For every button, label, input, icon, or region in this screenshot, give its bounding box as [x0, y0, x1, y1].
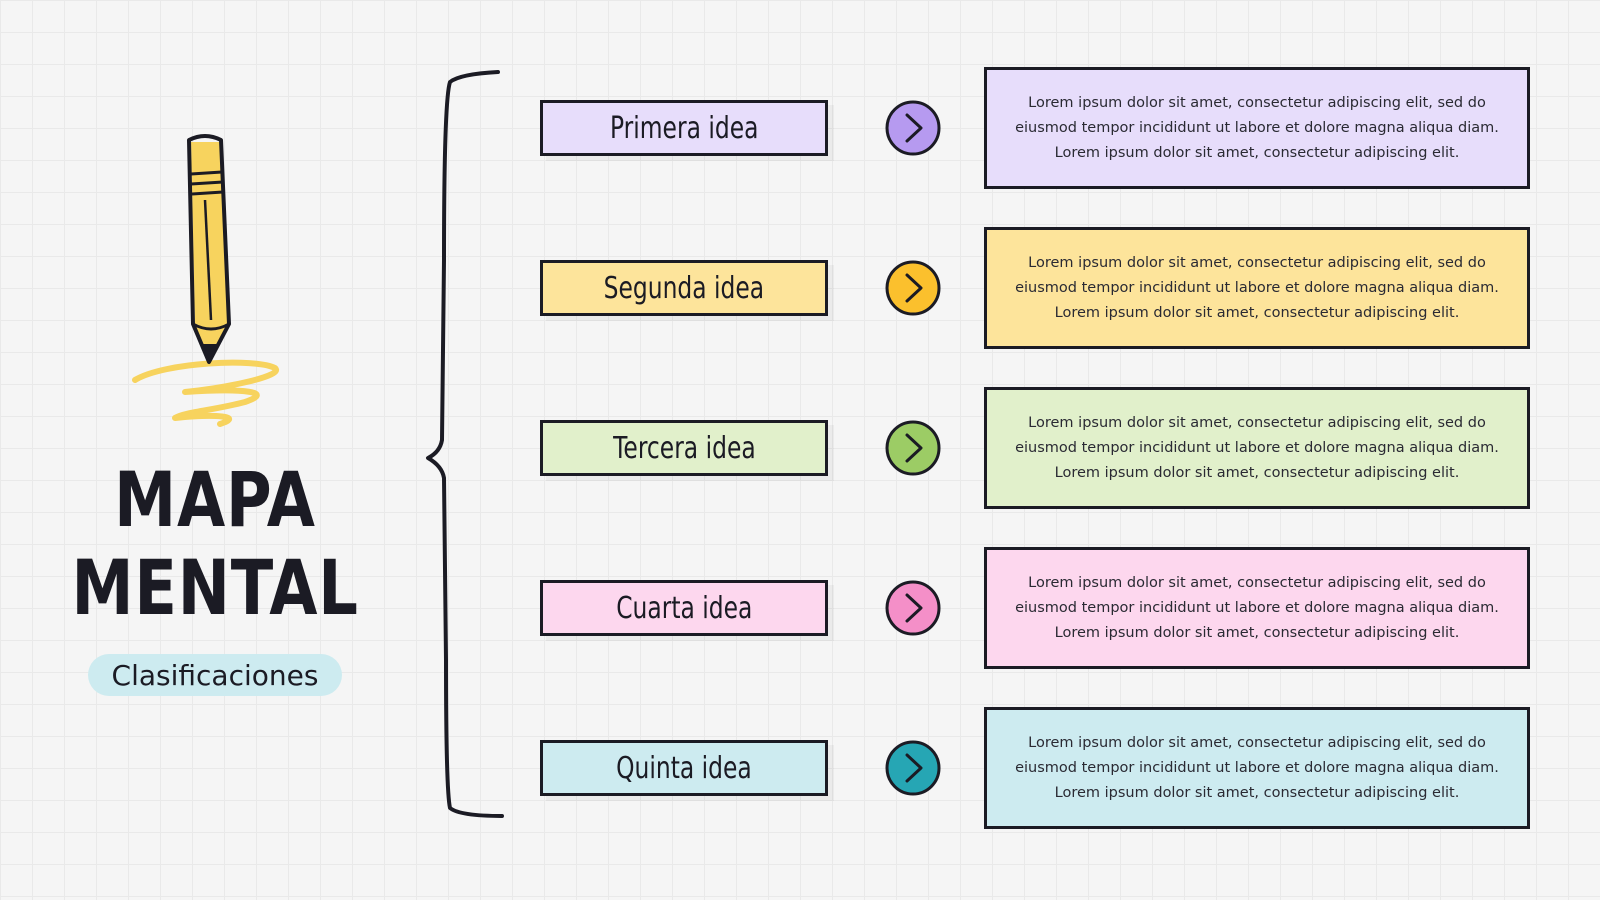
- title-line-1: MAPA: [114, 455, 316, 544]
- idea-label-text: Segunda idea: [603, 270, 765, 306]
- chevron-right-icon: [885, 100, 941, 156]
- subtitle-badge: Clasificaciones: [88, 654, 342, 696]
- idea-label: Quinta idea: [540, 740, 828, 796]
- idea-label: Tercera idea: [540, 420, 828, 476]
- idea-description: Lorem ipsum dolor sit amet, consectetur …: [984, 387, 1530, 509]
- idea-description: Lorem ipsum dolor sit amet, consectetur …: [984, 707, 1530, 829]
- idea-label-text: Primera idea: [609, 110, 759, 146]
- idea-description: Lorem ipsum dolor sit amet, consectetur …: [984, 547, 1530, 669]
- idea-label: Cuarta idea: [540, 580, 828, 636]
- idea-label: Primera idea: [540, 100, 828, 156]
- idea-description: Lorem ipsum dolor sit amet, consectetur …: [984, 67, 1530, 189]
- pencil-icon: [132, 134, 280, 427]
- title-panel: MAPA MENTAL Clasificaciones: [0, 0, 430, 900]
- idea-description: Lorem ipsum dolor sit amet, consectetur …: [984, 227, 1530, 349]
- curly-brace: [426, 70, 504, 818]
- chevron-right-icon: [885, 740, 941, 796]
- idea-label-text: Tercera idea: [612, 430, 756, 466]
- chevron-right-icon: [885, 420, 941, 476]
- chevron-right-icon: [885, 580, 941, 636]
- chevron-right-icon: [885, 260, 941, 316]
- idea-label-text: Cuarta idea: [615, 590, 753, 626]
- idea-label: Segunda idea: [540, 260, 828, 316]
- idea-label-text: Quinta idea: [616, 750, 752, 786]
- title-line-2: MENTAL: [71, 543, 359, 632]
